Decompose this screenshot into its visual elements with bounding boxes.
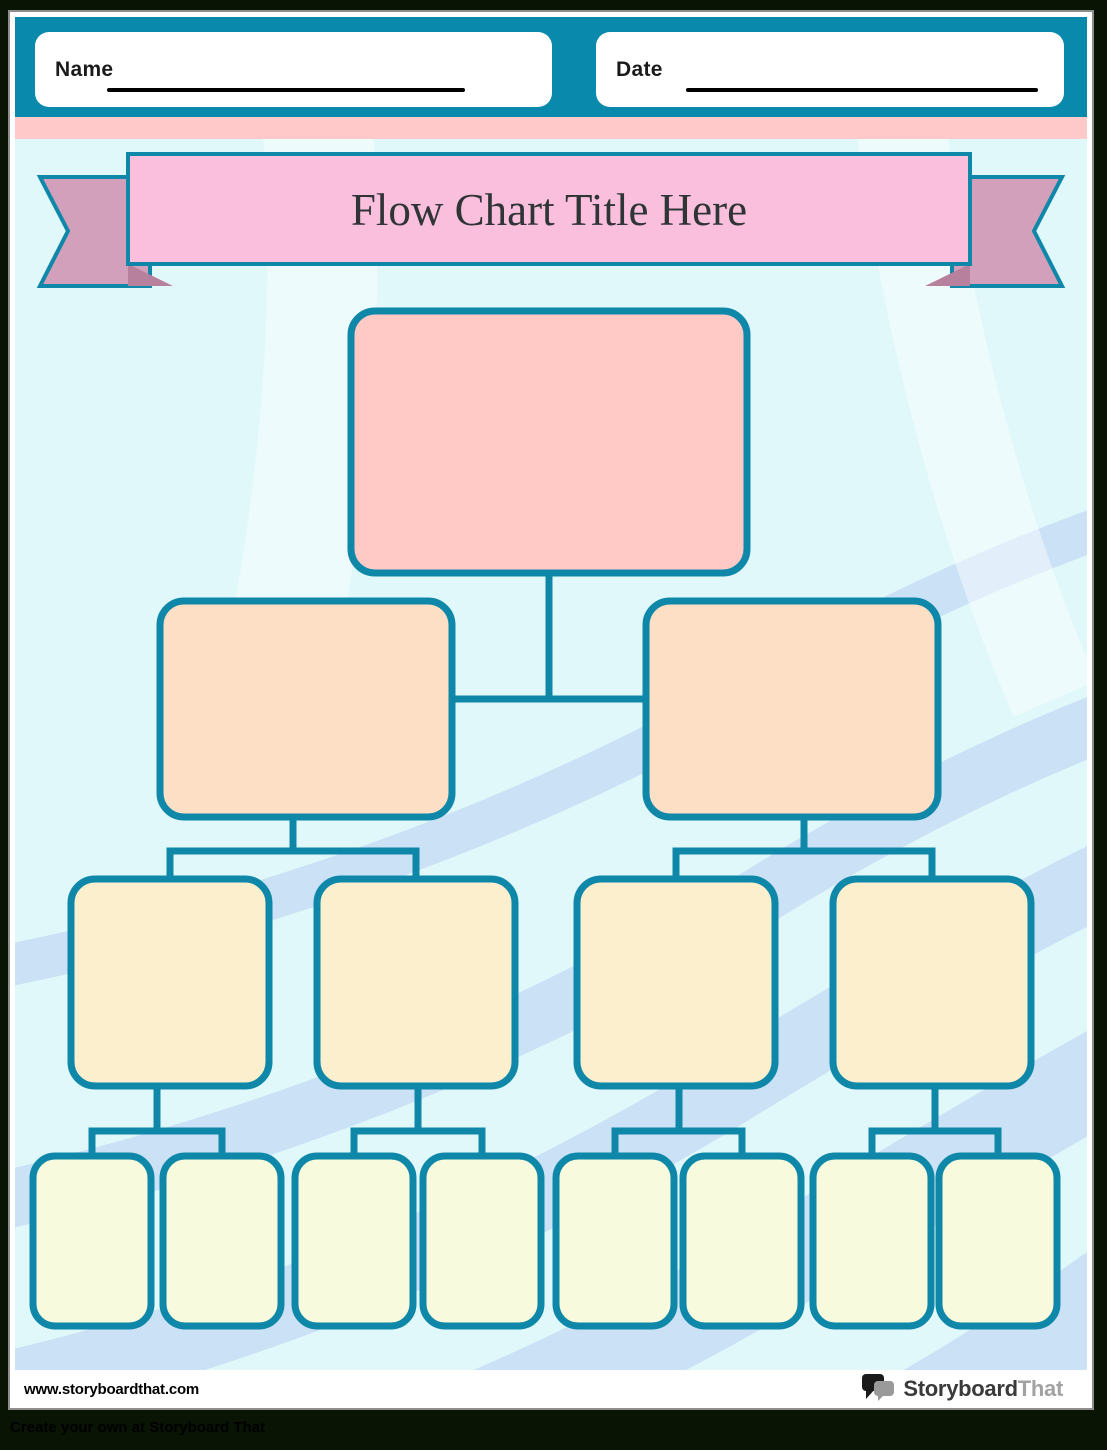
- title-banner: Flow Chart Title Here: [36, 152, 1066, 288]
- bottom-bar-text: Create your own at Storyboard That: [10, 1419, 266, 1436]
- connector-level3d-level4: [868, 1082, 1002, 1160]
- flow-node-level3-1[interactable]: [67, 875, 273, 1090]
- date-label: Date: [616, 58, 663, 81]
- flow-node-level2-1[interactable]: [156, 597, 456, 821]
- flow-node-level3-3[interactable]: [573, 875, 779, 1090]
- flow-node-level4-6[interactable]: [679, 1152, 805, 1330]
- swoosh-band: [903, 1251, 1087, 1370]
- flow-node-level2-2[interactable]: [642, 597, 942, 821]
- flow-node-level4-8[interactable]: [935, 1152, 1061, 1330]
- connector-level3c-level4: [611, 1082, 746, 1160]
- flow-node-level4-2[interactable]: [159, 1152, 285, 1330]
- connectors: [88, 569, 1002, 1160]
- logo-text: StoryboardThat: [903, 1376, 1063, 1402]
- connector-level1-level2: [448, 569, 650, 703]
- pink-accent-stripe: [15, 117, 1087, 139]
- flow-chart-title: Flow Chart Title Here: [351, 185, 747, 235]
- date-field: Date: [596, 32, 1064, 107]
- name-fill-in-line[interactable]: [107, 88, 465, 92]
- flow-chart-canvas: Flow Chart Title Here: [15, 139, 1087, 1370]
- banner-plate[interactable]: [126, 152, 972, 266]
- flow-node-level4-4[interactable]: [419, 1152, 545, 1330]
- ribbon-tail-right: [950, 175, 1066, 288]
- flow-node-level4-5[interactable]: [552, 1152, 678, 1330]
- name-label: Name: [55, 58, 114, 81]
- flow-node-level3-2[interactable]: [313, 875, 519, 1090]
- worksheet-page: Name Date: [8, 10, 1094, 1410]
- storyboardthat-logo: StoryboardThat: [862, 1374, 1063, 1404]
- flow-node-level3-4[interactable]: [829, 875, 1035, 1090]
- connector-level2a-level3: [166, 813, 420, 883]
- page-footer: www.storyboardthat.com StoryboardThat: [15, 1370, 1087, 1408]
- flow-node-level4-3[interactable]: [291, 1152, 417, 1330]
- connector-level3a-level4: [88, 1082, 226, 1160]
- logo-text-storyboard: Storyboard: [903, 1376, 1018, 1401]
- worksheet-content: Flow Chart Title Here: [15, 139, 1087, 1370]
- flow-nodes: [29, 307, 1061, 1330]
- speech-bubbles-icon: [862, 1374, 895, 1401]
- footer-url: www.storyboardthat.com: [24, 1380, 200, 1398]
- name-field: Name: [35, 32, 552, 107]
- logo-text-that: That: [1017, 1376, 1064, 1401]
- header-band: Name Date: [15, 17, 1087, 117]
- date-fill-in-line[interactable]: [686, 88, 1038, 92]
- flow-node-level4-1[interactable]: [29, 1152, 155, 1330]
- flow-node-level4-7[interactable]: [809, 1152, 935, 1330]
- ribbon-fold-left: [128, 264, 173, 286]
- connector-level3b-level4: [350, 1082, 486, 1160]
- flow-node-level1[interactable]: [347, 307, 751, 577]
- ribbon-fold-right: [925, 264, 970, 286]
- connector-level2b-level3: [672, 813, 936, 883]
- bottom-bar: Create your own at Storyboard That: [0, 1410, 1107, 1450]
